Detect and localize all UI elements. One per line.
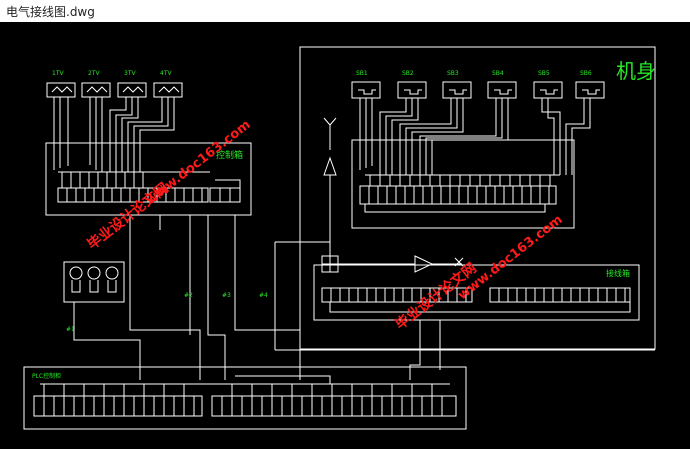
motor-label-4: 4TV: [160, 70, 172, 77]
bus-wire: [275, 320, 655, 380]
watermark-cn-1: 毕业设计论文网: [84, 179, 172, 253]
indicator-lamps: [63, 261, 125, 303]
motor-label-3: 3TV: [124, 70, 136, 77]
wire-num-3: #3: [222, 292, 231, 299]
switch-label-3: SB3: [447, 70, 459, 77]
switch-label-6: SB6: [580, 70, 592, 77]
control-box: [45, 142, 252, 216]
motor-group: [46, 82, 183, 98]
switch-label-1: SB1: [356, 70, 368, 77]
motor-label-1: 1TV: [52, 70, 64, 77]
switch-wires: [359, 98, 591, 175]
switch-label-5: SB5: [538, 70, 550, 77]
switch-group: [351, 81, 605, 99]
wire-num-1: #1: [66, 326, 75, 333]
control-box-label: 控制箱: [216, 149, 243, 161]
motor-wires: [53, 97, 175, 172]
wiring-diagram: 1TV 2TV 3TV 4TV SB1 SB2 SB3 SB4 SB5 SB6 …: [23, 46, 656, 430]
terminal-box: [351, 139, 575, 229]
wire-num-4: #4: [259, 292, 268, 299]
watermark-url-2: www.doc163.com: [455, 212, 565, 303]
machine-body-label: 机身: [616, 59, 656, 83]
window-title: 电气接线图.dwg: [6, 5, 95, 19]
plc-cabinet: [23, 366, 467, 430]
operation-box: [313, 264, 640, 321]
switch-label-2: SB2: [402, 70, 414, 77]
feeder-wires: [73, 215, 301, 380]
cad-drawing-canvas[interactable]: 1TV 2TV 3TV 4TV SB1 SB2 SB3 SB4 SB5 SB6 …: [0, 22, 690, 444]
wire-num-2: #2: [184, 292, 193, 299]
terminal-box-label: 接线箱: [606, 268, 630, 278]
switch-label-4: SB4: [492, 70, 504, 77]
plc-cabinet-label: PLC控制柜: [32, 372, 61, 380]
window-titlebar: 电气接线图.dwg: [0, 0, 690, 23]
machine-body-frame: [299, 46, 656, 350]
antenna-symbol: [323, 117, 337, 256]
motor-label-2: 2TV: [88, 70, 100, 77]
